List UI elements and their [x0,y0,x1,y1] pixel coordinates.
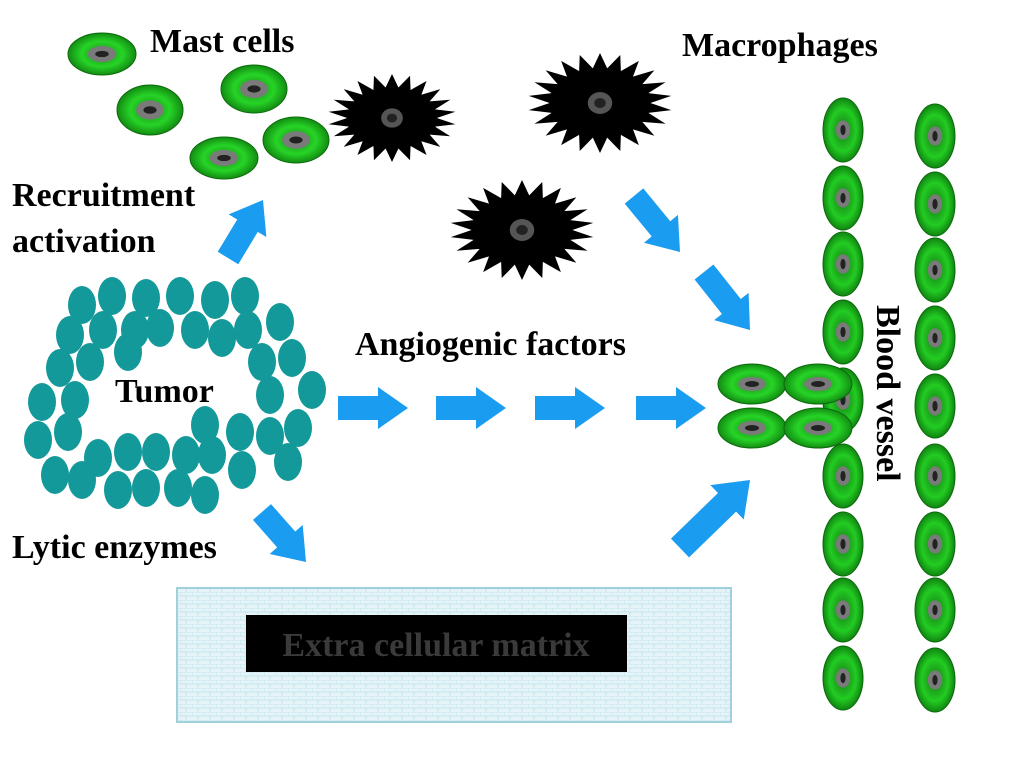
sprouting-cell-icon [717,407,787,449]
blue-arrow-icon [535,387,605,429]
tumor-cell-icon [61,381,89,419]
endothelial-cell-icon [822,97,864,163]
endothelial-cell-icon [822,511,864,577]
tumor-cell-icon [76,343,104,381]
mast-cell-icon [116,84,184,136]
sprouting-cell-icon [783,363,853,405]
mast-cell-icon [220,64,288,114]
blue-arrow-icon [624,188,681,253]
blood-vessel [822,97,956,713]
tumor-cell-icon [228,451,256,489]
tumor-cell-icon [208,319,236,357]
tumor-cell-icon [172,436,200,474]
tumor-cell-icon [84,439,112,477]
macrophage-icon [450,180,594,280]
ecm-label: Extra cellular matrix [282,627,589,664]
endothelial-cell-icon [914,171,956,237]
tumor-cell-icon [266,303,294,341]
mast-cell-icon [67,32,137,76]
endothelial-cell-icon [914,305,956,371]
endothelial-cell-icon [822,231,864,297]
tumor-cell-icon [41,456,69,494]
macrophage-icon [328,74,456,162]
endothelial-cell-icon [822,645,864,711]
tumor-cell-icon [132,469,160,507]
blue-arrow-icon [217,199,267,265]
blue-arrow-icon [252,504,306,562]
sprouting-cell-icon [717,363,787,405]
tumor-cell-icon [114,333,142,371]
blood-vessel-label: Blood vessel [869,305,906,482]
sprouting-endothelial-cells [717,363,853,449]
tumor-label: Tumor [115,373,214,410]
endothelial-cell-icon [822,165,864,231]
tumor-cell-icon [181,311,209,349]
labels-layer: Mast cells Macrophages Recruitment activ… [12,23,906,566]
tumor-cell-icon [201,281,229,319]
tumor-cell-icon [89,311,117,349]
macrophages-label: Macrophages [682,27,878,64]
mast-cell-icon [189,136,259,180]
sprouting-cell-icon [783,407,853,449]
tumor-cell-icon [54,413,82,451]
tumor-cell-icon [256,417,284,455]
tumor-cell-icon [56,316,84,354]
endothelial-cell-icon [914,511,956,577]
tumor-cell-icon [68,286,96,324]
mast-cells-group [67,32,330,180]
extracellular-matrix: Extra cellular matrix [176,587,732,723]
endothelial-cell-icon [914,103,956,169]
recruitment-label: Recruitment [12,177,196,214]
tumor-cell-icon [231,277,259,315]
tumor-cell-icon [146,309,174,347]
blue-arrow-icon [636,387,706,429]
blue-arrow-icon [694,264,750,330]
tumor-cluster [24,277,326,514]
endothelial-cell-icon [914,373,956,439]
tumor-cell-icon [256,376,284,414]
tumor-cell-icon [278,339,306,377]
endothelial-cell-icon [914,647,956,713]
tumor-cell-icon [226,413,254,451]
macrophages-group [328,52,672,280]
blue-arrow-icon [338,387,408,429]
endothelial-cell-icon [914,577,956,643]
tumor-cell-icon [248,343,276,381]
tumor-cell-icon [298,371,326,409]
tumor-cell-icon [164,469,192,507]
tumor-cell-icon [98,277,126,315]
tumor-cell-icon [191,406,219,444]
endothelial-cell-icon [822,299,864,365]
tumor-cell-icon [234,311,262,349]
macrophage-icon [528,52,672,153]
tumor-cell-icon [284,409,312,447]
tumor-cell-icon [166,277,194,315]
tumor-cell-icon [104,471,132,509]
ecm-label-background [246,615,627,672]
tumor-cell-icon [114,433,142,471]
activation-label: activation [12,223,156,260]
tumor-cell-icon [28,383,56,421]
tumor-cell-icon [142,433,170,471]
endothelial-cell-icon [822,577,864,643]
blue-arrow-icon [670,479,751,558]
tumor-cell-icon [132,279,160,317]
endothelial-cell-icon [822,443,864,509]
tumor-cell-icon [198,436,226,474]
lytic-enzymes-label: Lytic enzymes [12,529,217,566]
arrows-layer [217,188,751,562]
tumor-cell-icon [274,443,302,481]
tumor-cell-icon [191,476,219,514]
tumor-cell-icon [24,421,52,459]
mast-cells-label: Mast cells [150,23,294,60]
endothelial-cell-icon [914,237,956,303]
angiogenic-factors-label: Angiogenic factors [355,326,626,363]
blue-arrow-icon [436,387,506,429]
tumor-cell-icon [46,349,74,387]
endothelial-cell-icon [914,443,956,509]
mast-cell-icon [262,116,330,164]
